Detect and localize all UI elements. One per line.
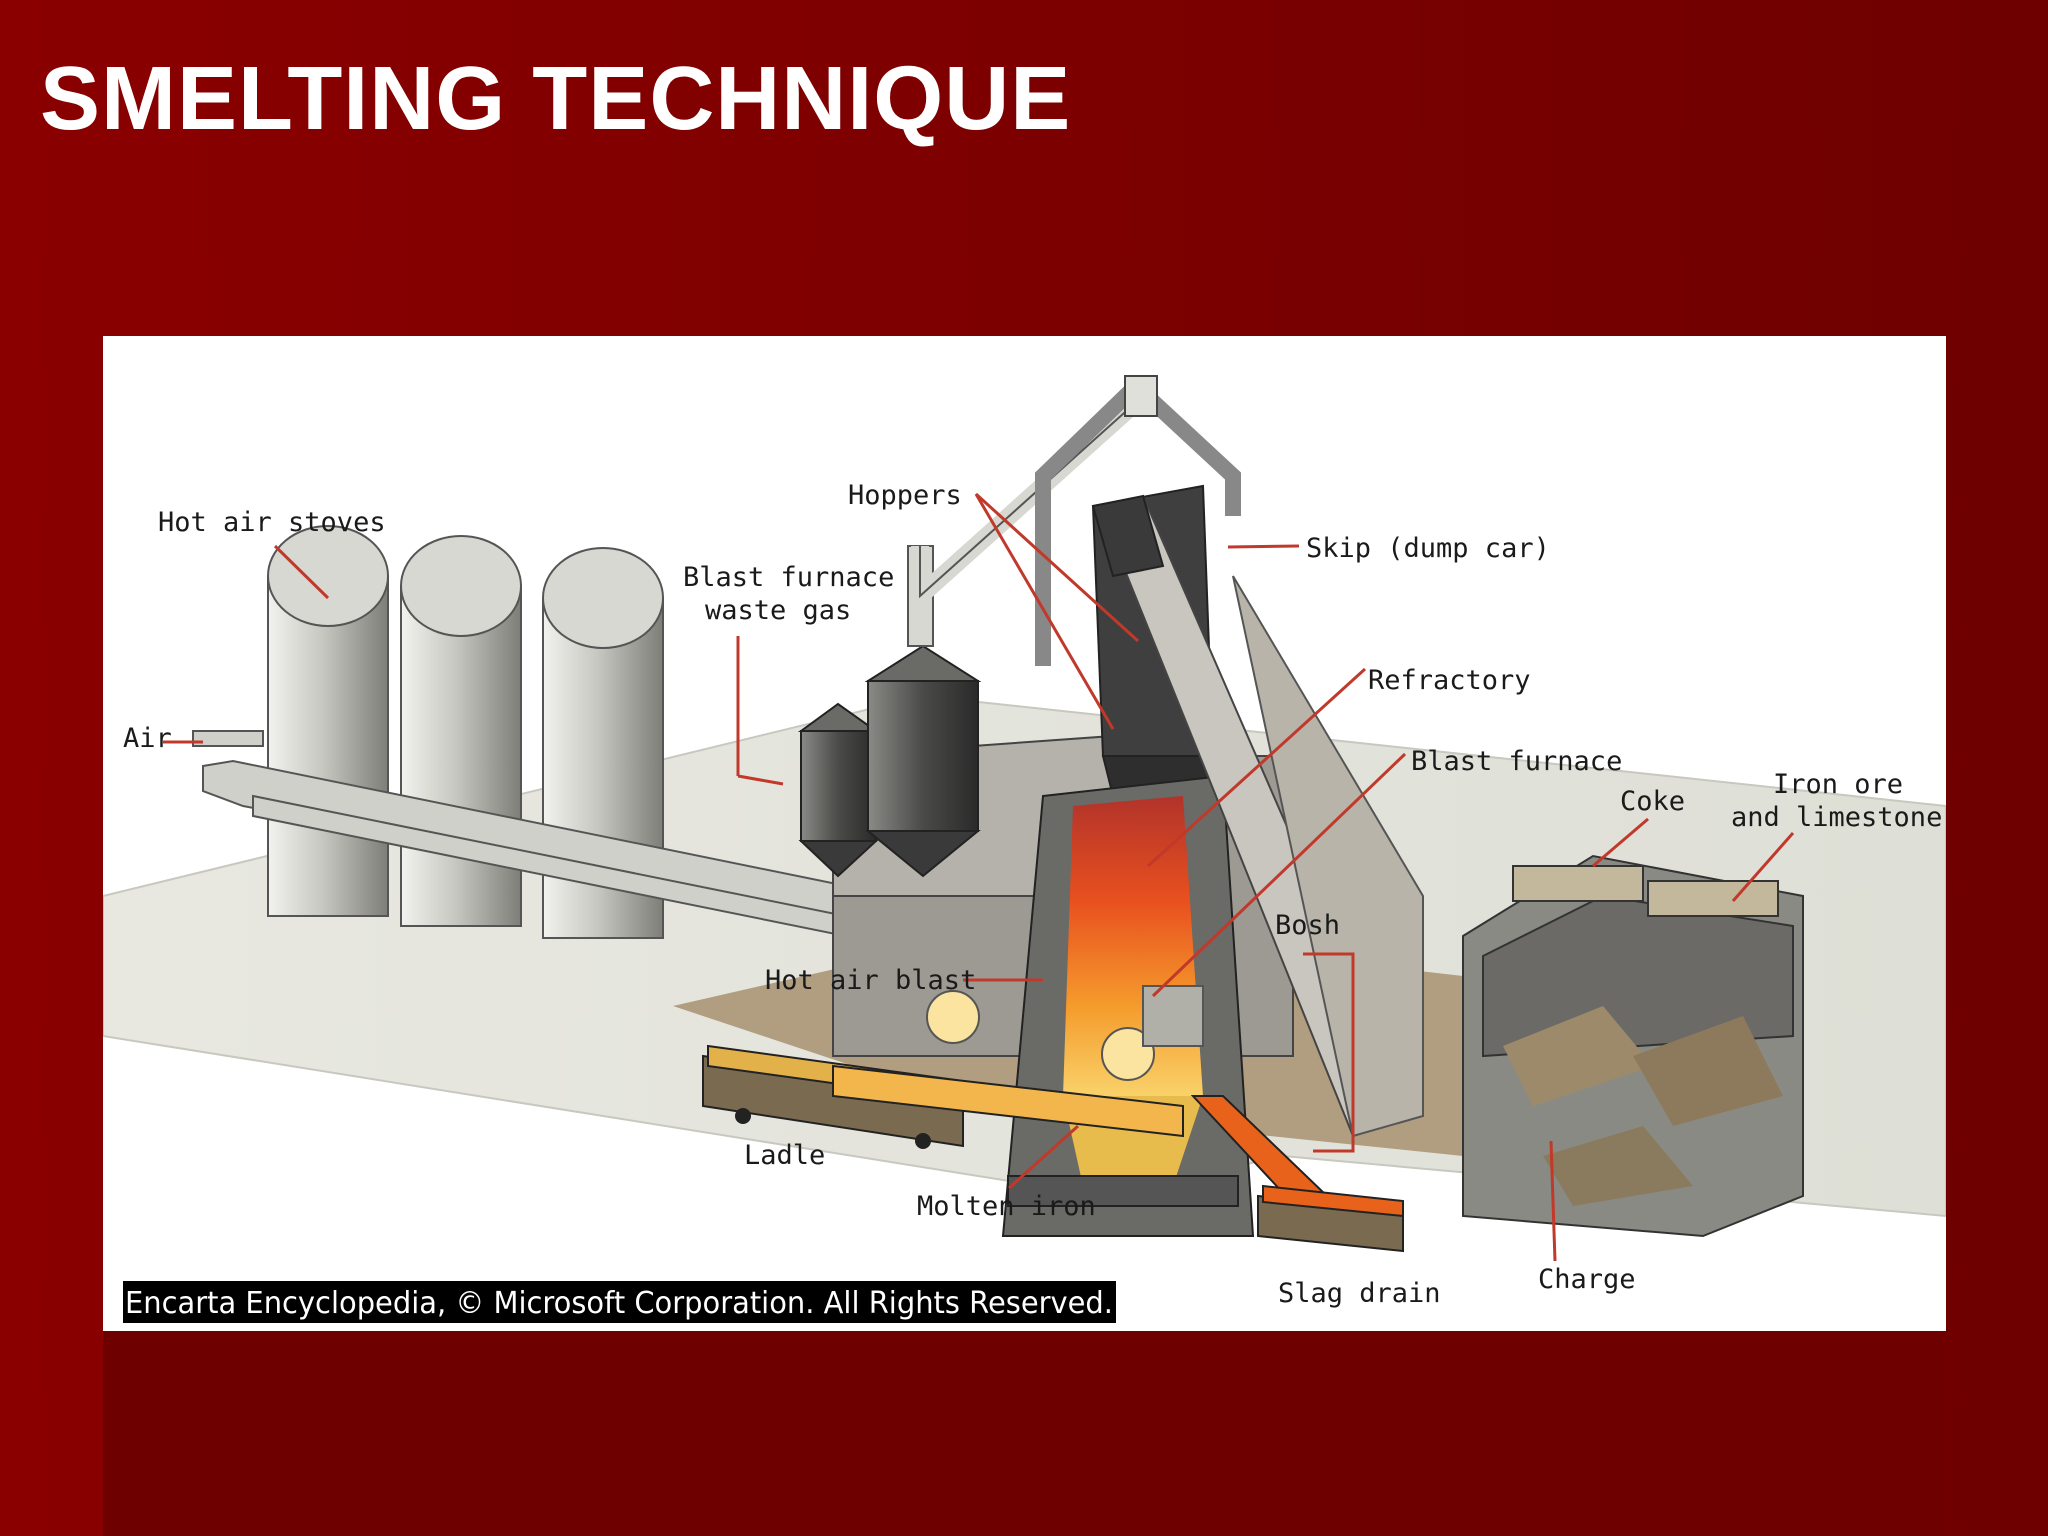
slag-car (1257, 1184, 1404, 1253)
hot-air-stoves (267, 525, 664, 939)
label-waste-gas-line2: waste gas (705, 595, 851, 626)
label-skip: Skip (dump car) (1306, 533, 1550, 564)
label-iron-ore-line1: Iron ore (1773, 769, 1903, 800)
label-hot-air-stoves: Hot air stoves (158, 507, 386, 538)
slide-title: SMELTING TECHNIQUE (40, 49, 1072, 149)
label-slag-drain: Slag drain (1278, 1278, 1441, 1309)
label-charge: Charge (1538, 1264, 1636, 1295)
hot-air-blast (926, 985, 1204, 1081)
label-molten-iron: Molten iron (917, 1191, 1096, 1222)
label-hoppers: Hoppers (848, 480, 962, 511)
bottom-shade (103, 1331, 1946, 1536)
charge-bins (1462, 854, 1804, 1238)
copyright-background (123, 1281, 1116, 1323)
leader-lines (163, 492, 1795, 1262)
copyright-text: Encarta Encyclopedia, © Microsoft Corpor… (125, 1286, 1113, 1321)
label-blast-furnace: Blast furnace (1411, 746, 1622, 777)
skip-incline (1091, 494, 1424, 1138)
label-ladle: Ladle (744, 1140, 825, 1171)
label-refractory: Refractory (1368, 665, 1531, 696)
blast-furnace-diagram: Hot air stoves Air Blast furnace waste g… (103, 336, 1946, 1331)
label-iron-ore-line2: and limestone (1731, 802, 1942, 833)
label-hot-air-blast: Hot air blast (765, 965, 976, 996)
label-coke: Coke (1620, 786, 1685, 817)
label-air: Air (123, 723, 172, 754)
label-bosh: Bosh (1275, 910, 1340, 941)
diagram-illustration: Hot air stoves Air Blast furnace waste g… (103, 375, 1946, 1323)
label-waste-gas-line1: Blast furnace (683, 562, 894, 593)
hopper-frame (1035, 380, 1241, 666)
